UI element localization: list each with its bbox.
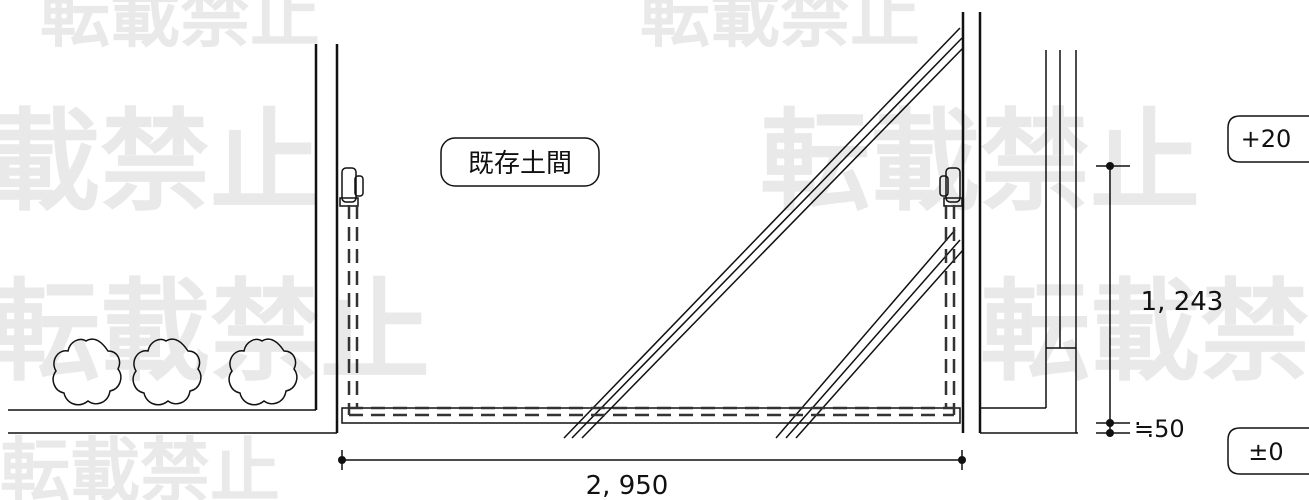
level-upper-text: +20 — [1241, 125, 1292, 153]
diagonal-lines — [563, 27, 964, 439]
watermark-text-bottom: 転載禁止 — [0, 430, 280, 500]
level-marker-upper: +20 — [1227, 115, 1309, 163]
watermark-text-mid-left: 転載禁止 — [0, 98, 320, 226]
left-roller — [339, 167, 364, 207]
watermark-text-top-right: 転載禁止 — [640, 0, 920, 57]
right-structure — [980, 50, 1077, 433]
watermark-text-lower-left: 転載禁止 — [0, 268, 430, 396]
room-label: 既存土間 — [440, 137, 600, 187]
level-marker-lower: ±0 — [1227, 427, 1309, 475]
height-dimension: 1, 243 ≒50 — [1096, 162, 1223, 443]
shrub-3 — [228, 338, 298, 406]
ground-lines — [8, 409, 1078, 434]
width-dimension: 2, 950 — [338, 450, 966, 500]
height-dimension-text: 1, 243 — [1141, 287, 1224, 317]
shrubs — [52, 338, 298, 406]
shrub-2 — [132, 338, 202, 406]
left-wall — [314, 44, 339, 433]
floor-slab — [341, 407, 961, 424]
room-label-text: 既存土間 — [468, 149, 572, 179]
shrub-1 — [52, 338, 122, 406]
watermark-text-lower-right: 転載禁止 — [980, 268, 1309, 396]
small-dimension-text: ≒50 — [1134, 415, 1185, 443]
width-dimension-text: 2, 950 — [586, 471, 669, 500]
watermark-text-top: 転載禁止 — [40, 0, 320, 57]
right-wall — [961, 12, 982, 433]
level-lower-text: ±0 — [1248, 438, 1283, 466]
dashed-frame — [347, 205, 956, 417]
